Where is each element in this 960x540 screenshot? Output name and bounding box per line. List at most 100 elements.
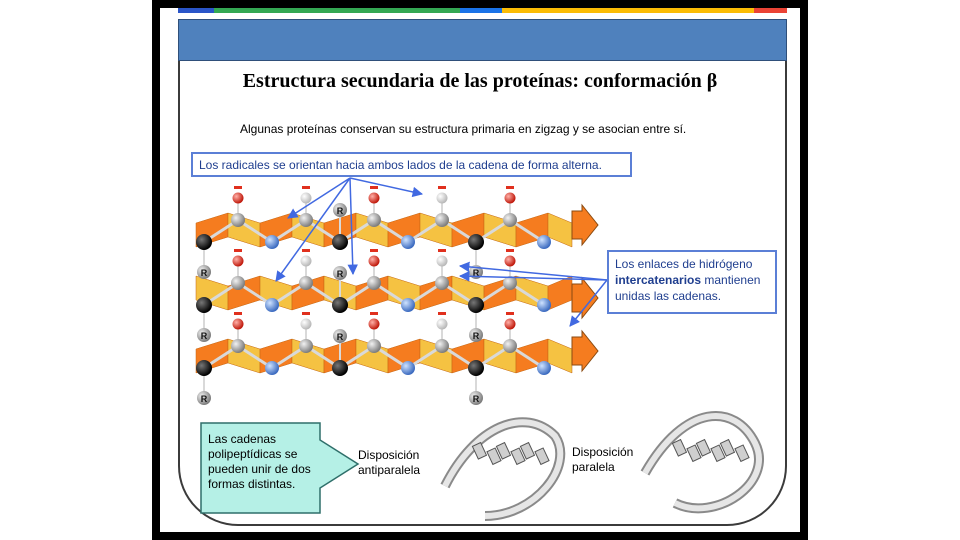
r-group-atom [333, 266, 347, 280]
side-atom [436, 255, 448, 267]
page-title: Estructura secundaria de las proteínas: … [242, 70, 718, 92]
ribbon-pleat [719, 438, 736, 457]
intro-text: Algunas proteínas conservan su estructur… [240, 122, 687, 136]
callout-text: Las cadenas polipeptídicas se pueden uni… [208, 432, 311, 491]
backbone-atom [299, 276, 313, 290]
side-atom [504, 255, 516, 267]
side-atom [368, 318, 380, 330]
parallel-label: Disposición paralela [572, 445, 634, 474]
side-atom [504, 318, 516, 330]
h-bond-dash [234, 186, 242, 189]
strand-arrowhead [571, 203, 599, 247]
backbone-atom [537, 361, 551, 375]
backbone-atom [468, 297, 484, 313]
pointer-arrow [569, 279, 608, 327]
antiparallel-label: Disposición antiparalela [358, 448, 421, 477]
backbone-atom [503, 213, 517, 227]
side-atom [436, 318, 448, 330]
backbone-atom [537, 298, 551, 312]
hydrogen-bonds-note: Los enlaces de hidrógeno intercatenarios… [607, 250, 777, 314]
antiparallel-ribbon-image [440, 417, 566, 521]
h-bond-dash [370, 312, 378, 315]
pointer-arrow [349, 177, 424, 198]
header-band [178, 19, 787, 61]
ribbon-pleat [495, 441, 512, 460]
backbone-atom [265, 235, 279, 249]
strand-arrowhead [571, 329, 599, 373]
pointer-arrow [287, 177, 351, 219]
h-bond-dash [438, 312, 446, 315]
h-bond-dash [302, 249, 310, 252]
ribbon-pleat [734, 444, 750, 463]
ribbon-pleat [471, 441, 488, 460]
backbone-atom [401, 235, 415, 249]
parallel-ribbon-image [640, 410, 764, 514]
r-group-label: R [201, 331, 208, 341]
h-bond-dash [370, 186, 378, 189]
r-group-label: R [337, 269, 344, 279]
slide: Estructura secundaria de las proteínas: … [160, 8, 800, 532]
pointer-arrow [347, 177, 358, 276]
r-group-label: R [337, 332, 344, 342]
backbone-atom [332, 234, 348, 250]
backbone-atom [401, 361, 415, 375]
top-color-bar [160, 8, 800, 13]
r-group-label: R [201, 394, 208, 404]
side-atom [232, 192, 244, 204]
backbone-atom [435, 213, 449, 227]
r-group-atom [333, 329, 347, 343]
side-atom [436, 192, 448, 204]
r-group-atom [197, 265, 211, 279]
backbone-atom [537, 235, 551, 249]
backbone-atom [401, 298, 415, 312]
r-group-atom [197, 328, 211, 342]
backbone-atom [265, 361, 279, 375]
hbonds-bold-word: intercatenarios [615, 273, 702, 287]
backbone-atom [299, 213, 313, 227]
pointer-arrow [275, 177, 351, 282]
r-group-atom [197, 391, 211, 405]
side-atom [300, 318, 312, 330]
r-group-atom [469, 391, 483, 405]
pointer-arrow [458, 271, 608, 282]
backbone-atom [332, 360, 348, 376]
h-bond-dash [302, 186, 310, 189]
h-bond-dash [438, 249, 446, 252]
backbone-atom [367, 276, 381, 290]
strand-segment [547, 338, 573, 374]
strand-arrowhead [571, 276, 599, 320]
pointer-arrow [458, 261, 608, 281]
ribbon-band [440, 417, 566, 521]
ribbon-pleat [686, 444, 702, 463]
ribbon-pleat [671, 438, 688, 457]
ribbon-pleat [519, 441, 536, 460]
content-frame [178, 36, 787, 526]
ribbon-pleat [534, 447, 550, 466]
ribbon-pleat [695, 438, 712, 457]
ribbon-pleat [710, 444, 726, 463]
side-atom [300, 192, 312, 204]
h-bond-dash [370, 249, 378, 252]
r-group-label: R [337, 206, 344, 216]
backbone-atom [231, 276, 245, 290]
ribbon-pleat [510, 447, 526, 466]
side-atom [368, 255, 380, 267]
r-group-label: R [473, 394, 480, 404]
r-group-label: R [473, 268, 480, 278]
r-group-atom [333, 203, 347, 217]
backbone-atom [196, 360, 212, 376]
ribbon-pleat [486, 447, 502, 466]
h-bond-dash [234, 312, 242, 315]
backbone-atom [435, 339, 449, 353]
backbone-atom [503, 339, 517, 353]
backbone-atom [503, 276, 517, 290]
backbone-atom [196, 234, 212, 250]
callout-shape [200, 422, 360, 514]
strand-segment [547, 275, 573, 311]
side-atom [232, 255, 244, 267]
hbonds-rest: mantienen unidas las cadenas. [615, 273, 761, 303]
radicals-note: Los radicales se orientan hacia ambos la… [191, 152, 632, 177]
h-bond-dash [302, 312, 310, 315]
backbone-atom [196, 297, 212, 313]
ribbon-band [442, 419, 564, 519]
